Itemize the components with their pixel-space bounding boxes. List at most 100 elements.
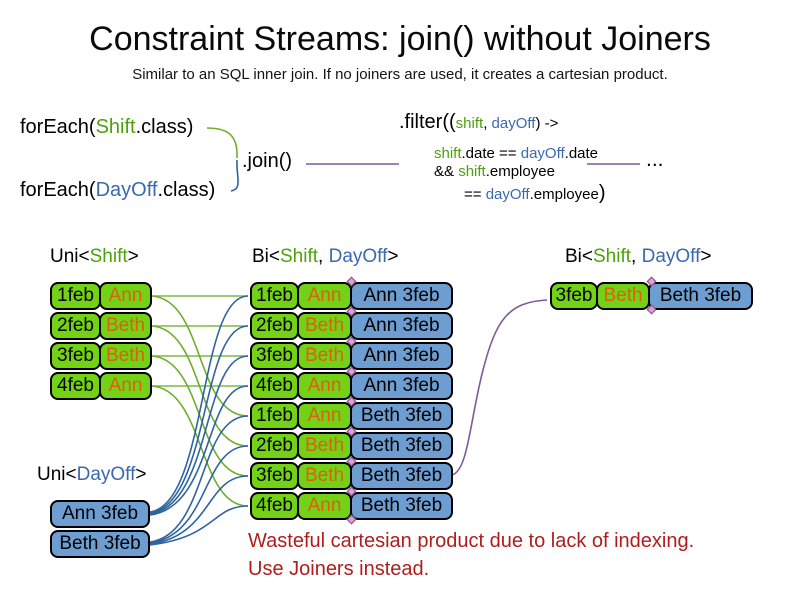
label-text: Bi< <box>252 246 280 267</box>
shift2-to-joined6-line <box>151 325 249 447</box>
joined-dayoff: Beth 3feb <box>350 432 453 460</box>
beth-dayoff-to-joined6-line <box>149 445 249 544</box>
label-text: Bi< <box>565 246 593 267</box>
joined-dayoff: Ann 3feb <box>350 312 453 340</box>
code-text: forEach( <box>20 179 96 201</box>
code-ellipsis: ... <box>646 148 664 171</box>
joined-date: 1feb <box>250 282 299 310</box>
label-text: > <box>127 246 139 267</box>
shift-employee: Ann <box>99 372 152 400</box>
code-foreach-shift: forEach(Shift.class) <box>20 116 193 139</box>
warning-note-line1: Wasteful cartesian product due to lack o… <box>248 530 695 552</box>
code-text: .filter(( <box>399 111 456 133</box>
label-text: , <box>631 246 642 267</box>
label-text: > <box>700 246 712 267</box>
joined-employee: Beth <box>297 462 352 490</box>
shift-employee: Ann <box>99 282 152 310</box>
label-text: > <box>135 464 147 485</box>
code-filter-employee-condition: && shift.employee <box>434 163 555 180</box>
page-subtitle: Similar to an SQL inner join. If no join… <box>132 66 668 83</box>
code-shift-arg: shift <box>458 163 486 180</box>
code-shift-class: Shift <box>95 116 136 138</box>
code-dayoff-arg: dayOff <box>491 115 536 132</box>
ann-dayoff-to-joined4-line <box>149 385 249 516</box>
label-dayoff: DayOff <box>76 464 136 485</box>
label-bi-shift-dayoff-mid: Bi<Shift, DayOff> <box>252 246 398 268</box>
shift-date: 3feb <box>50 342 101 370</box>
joined-date: 4feb <box>250 372 299 400</box>
code-text: == <box>464 186 486 203</box>
foreach-dayoff-brace-line <box>230 159 239 192</box>
code-filter-head: .filter((shift, dayOff) -> <box>399 111 558 134</box>
joined-employee: Beth <box>297 312 352 340</box>
label-text: Uni< <box>50 246 90 267</box>
code-filter-employee-condition-2: == dayOff.employee) <box>464 182 606 205</box>
beth-dayoff-to-joined8-line <box>149 505 249 546</box>
joined-employee: Ann <box>297 402 352 430</box>
joined-date: 3feb <box>250 342 299 370</box>
shift-employee: Beth <box>99 312 152 340</box>
code-text: .class) <box>157 179 216 201</box>
shift-date: 2feb <box>50 312 101 340</box>
joined-employee: Ann <box>297 372 352 400</box>
label-text: , <box>318 246 329 267</box>
shift1-to-joined5-line <box>151 295 249 417</box>
foreach-shift-brace-line <box>206 127 238 158</box>
code-foreach-dayoff: forEach(DayOff.class) <box>20 179 215 202</box>
shift-employee: Beth <box>99 342 152 370</box>
code-dayoff-class: DayOff <box>95 179 158 201</box>
code-text: && <box>434 163 459 180</box>
code-text: .employee <box>529 186 599 203</box>
code-join-call: .join() <box>242 150 293 172</box>
code-text: , <box>483 115 492 132</box>
label-text: Uni< <box>37 464 77 485</box>
joined-dayoff: Beth 3feb <box>350 402 453 430</box>
ann-dayoff-to-joined1-line <box>149 295 249 513</box>
joined-dayoff: Beth 3feb <box>350 492 453 520</box>
label-shift: Shift <box>593 246 632 267</box>
ann-dayoff-to-joined2-line <box>149 325 249 514</box>
code-dayoff-arg: dayOff <box>520 145 565 162</box>
warning-note-line2: Use Joiners instead. <box>248 558 430 580</box>
code-shift-arg: shift <box>434 145 462 162</box>
joined-dayoff: Ann 3feb <box>350 372 453 400</box>
joined-date: 4feb <box>250 492 299 520</box>
result-dayoff: Beth 3feb <box>648 282 753 310</box>
joined-employee: Ann <box>297 282 352 310</box>
dayoff-row: Ann 3feb <box>50 500 150 528</box>
joined-employee: Beth <box>297 342 352 370</box>
label-dayoff: DayOff <box>328 246 388 267</box>
label-uni-shift: Uni<Shift> <box>50 246 139 268</box>
label-dayoff: DayOff <box>641 246 701 267</box>
code-shift-arg: shift <box>455 115 484 132</box>
shift3-to-joined7-line <box>151 355 249 477</box>
code-dayoff-arg: dayOff <box>485 186 530 203</box>
label-text: > <box>387 246 399 267</box>
result-employee: Beth <box>596 282 650 310</box>
code-filter-date-condition: shift.date == dayOff.date <box>434 145 598 162</box>
dayoff-label: Ann 3feb <box>50 500 150 528</box>
joined-date: 3feb <box>250 462 299 490</box>
joined-dayoff: Beth 3feb <box>350 462 453 490</box>
joined-employee: Beth <box>297 432 352 460</box>
beth-dayoff-to-joined5-line <box>149 415 249 543</box>
joined-dayoff: Ann 3feb <box>350 342 453 370</box>
code-text: forEach( <box>20 116 96 138</box>
joined-dayoff: Ann 3feb <box>350 282 453 310</box>
dayoff-label: Beth 3feb <box>50 530 150 558</box>
dayoff-row: Beth 3feb <box>50 530 150 558</box>
joined-date: 2feb <box>250 432 299 460</box>
shift-date: 4feb <box>50 372 101 400</box>
